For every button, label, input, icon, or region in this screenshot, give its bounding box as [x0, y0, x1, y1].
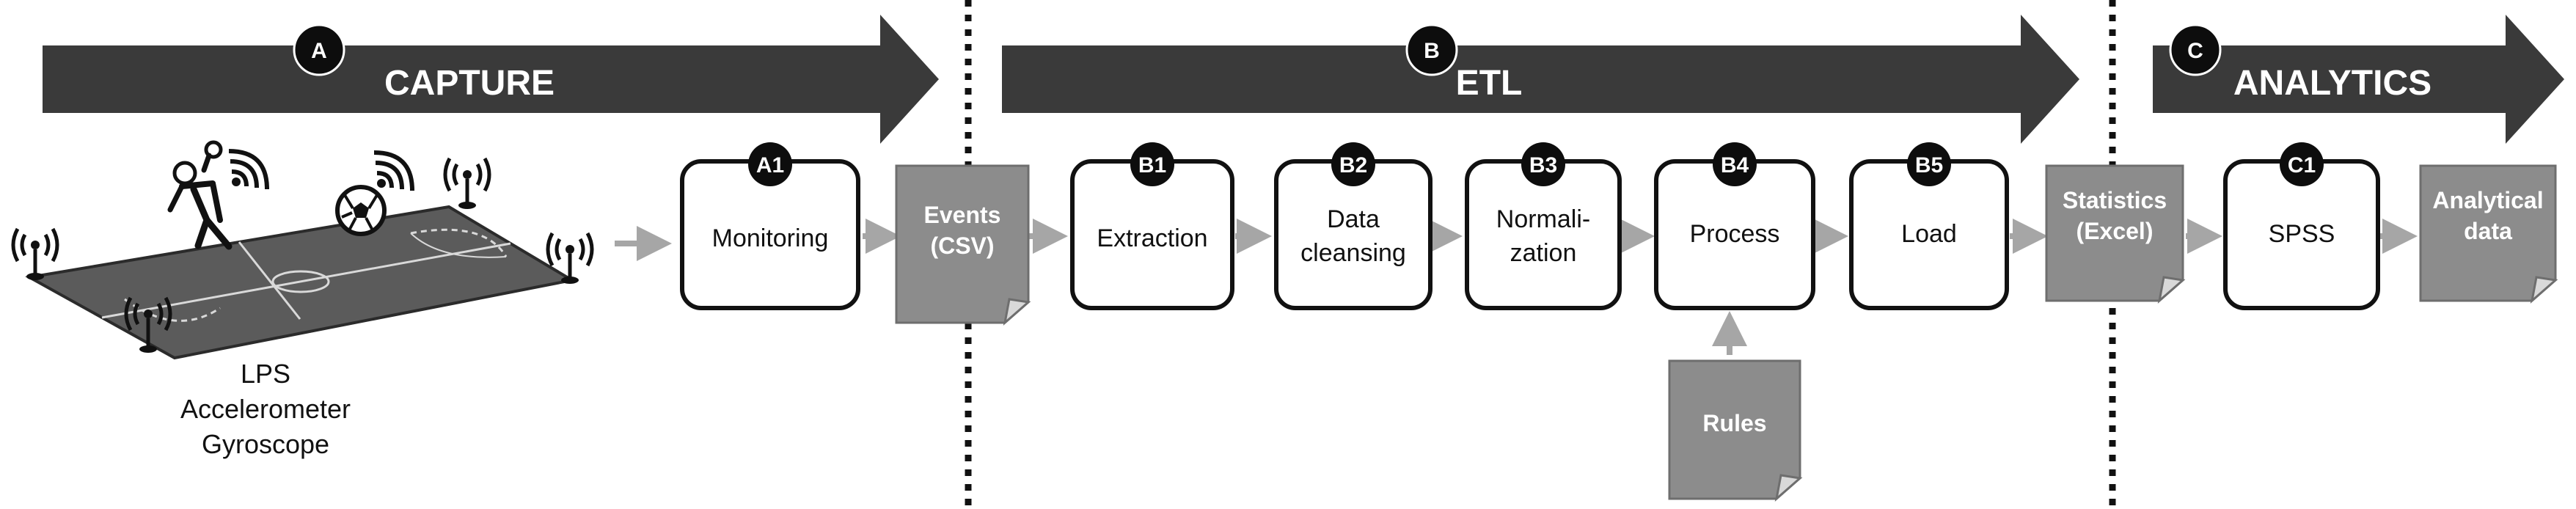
step-badge: B5 — [1915, 153, 1943, 177]
document-label: data — [2464, 218, 2512, 244]
step-label: Monitoring — [712, 224, 829, 252]
phase-title-etl: ETL — [1456, 64, 1523, 103]
step-label: Load — [1901, 220, 1957, 248]
ball-icon — [335, 185, 387, 236]
step-b2-data-cleansing: B2 Data cleansing — [1274, 142, 1432, 310]
sports-court-illustration — [25, 205, 577, 360]
document-label: Rules — [1702, 410, 1766, 436]
flow-arrows — [615, 219, 2418, 355]
wifi-signal-icon — [228, 149, 269, 190]
step-badge: B2 — [1339, 153, 1367, 177]
step-label: Normali- — [1496, 205, 1590, 233]
step-b3-normalization: B3 Normali- zation — [1465, 142, 1622, 310]
phase-banner-capture: CAPTURE — [43, 15, 939, 144]
step-label: Data — [1327, 205, 1380, 233]
step-label: cleansing — [1300, 239, 1406, 267]
phase-title-capture: CAPTURE — [384, 64, 555, 103]
document-events-csv: Events (CSV) — [895, 164, 1031, 326]
step-label: SPSS — [2269, 220, 2335, 248]
phase-banner-etl: ETL — [1002, 15, 2079, 144]
phase-badge-a: A — [293, 23, 345, 76]
step-b4-process: B4 Process — [1654, 142, 1815, 310]
svg-text:A: A — [311, 39, 327, 63]
document-label: (CSV) — [930, 232, 994, 259]
step-label: Extraction — [1097, 224, 1207, 252]
antenna-icon — [443, 157, 491, 209]
source-label-gyroscope: Gyroscope — [202, 429, 329, 459]
document-rules: Rules — [1668, 359, 1803, 502]
step-c1-spss: C1 SPSS — [2223, 142, 2380, 310]
document-label: Statistics — [2063, 187, 2167, 213]
document-label: Events — [924, 202, 1001, 228]
step-badge: A1 — [756, 153, 784, 177]
source-label-accelerometer: Accelerometer — [180, 394, 351, 424]
step-label: Process — [1690, 220, 1780, 248]
svg-text:C: C — [2187, 39, 2203, 63]
source-label-lps: LPS — [241, 359, 290, 389]
document-label: Analytical — [2432, 187, 2543, 213]
phase-banner-analytics: ANALYTICS — [2153, 15, 2564, 144]
phase-badge-b: B — [1405, 23, 1458, 76]
player-icon — [167, 140, 233, 250]
step-b5-load: B5 Load — [1849, 142, 2009, 310]
phase-title-analytics: ANALYTICS — [2233, 64, 2432, 103]
step-a1-monitoring: A1 Monitoring — [680, 142, 860, 310]
step-badge: C1 — [2288, 153, 2316, 177]
antenna-icon — [546, 232, 594, 284]
phase-badge-c: C — [2169, 23, 2222, 76]
wifi-signal-icon — [373, 150, 414, 191]
step-badge: B4 — [1721, 153, 1749, 177]
step-badge: B1 — [1138, 153, 1166, 177]
document-label: (Excel) — [2076, 218, 2154, 244]
svg-text:B: B — [1424, 39, 1440, 63]
step-b1-extraction: B1 Extraction — [1070, 142, 1234, 310]
document-statistics-excel: Statistics (Excel) — [2045, 164, 2186, 304]
step-label: zation — [1510, 239, 1577, 267]
antenna-icon — [124, 296, 172, 353]
document-analytical-data: Analytical data — [2419, 164, 2558, 304]
antenna-icon — [11, 227, 59, 280]
step-badge: B3 — [1529, 153, 1557, 177]
